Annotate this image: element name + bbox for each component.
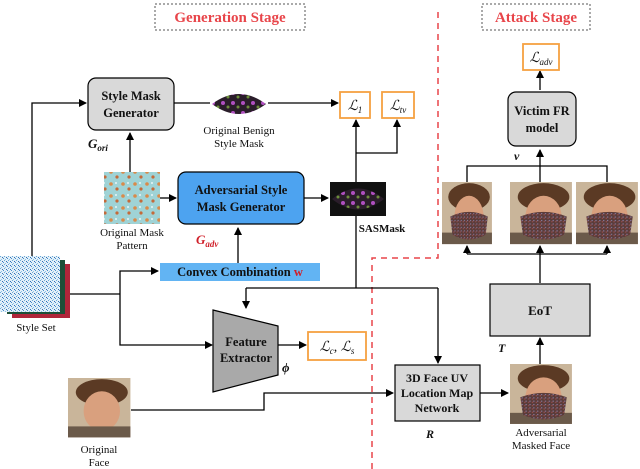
adversarial-masked-face-caption-line1: Adversarial [515,427,566,439]
original-benign-caption-line1: Original Benign [203,125,275,137]
loss-ladv: ℒadv [529,51,552,67]
loss-lc-ls-box [307,331,367,361]
original-face-image [68,378,131,438]
loss-ltv-box [381,91,415,119]
transformed-face-image [442,182,492,244]
loss-lc-ls: ℒc, ℒs [320,340,355,356]
transformed-face-image [510,182,572,244]
adversarial-masked-face-caption-line2: Masked Face [512,440,570,452]
loss-l1-box [339,91,371,119]
symbol-phi: ϕ [282,360,290,375]
face-uv-line1: 3D Face UV [406,371,468,385]
symbol-r: R [425,427,434,441]
face-uv-box [394,364,481,422]
face-uv-line2: Location Map [401,386,474,400]
style-mask-generator-box [87,77,175,131]
symbol-t: T [498,341,506,355]
symbol-v: v [514,149,520,163]
convex-combination-label: Convex Combination w [177,265,303,279]
sasmask-caption: SASMask [359,223,406,235]
feature-extractor-line1: Feature [225,335,267,349]
feature-extractor-line2: Extractor [220,351,273,365]
sasmask-image [330,182,386,216]
victim-model-box [507,91,577,147]
style-set-image [0,256,70,318]
face-uv-line3: Network [415,401,460,415]
original-face-caption-line2: Face [89,457,110,469]
eot-label: EoT [528,303,552,318]
original-benign-mask-image [210,86,268,122]
victim-model-line1: Victim FR [514,104,570,118]
victim-model-line2: model [526,121,559,135]
adversarial-masked-face-image [510,364,572,424]
symbol-g-adv: Gadv [196,232,219,249]
loss-ladv-box [522,43,560,71]
attack-stage-title: Attack Stage [495,10,577,26]
generation-stage-title: Generation Stage [174,10,286,26]
eot-box [489,283,591,337]
loss-l1: ℒ1 [348,99,363,115]
original-mask-pattern-image [104,172,160,224]
style-set-caption: Style Set [16,322,55,334]
feature-extractor-shape [212,309,279,393]
original-benign-caption-line2: Style Mask [214,138,264,150]
stage-divider [371,12,439,469]
style-mask-generator-line1: Style Mask [101,89,160,103]
adversarial-generator-box [177,171,305,225]
original-mask-pattern-caption-line1: Original Mask [100,227,164,239]
adversarial-generator-line1: Adversarial Style [195,183,288,197]
convex-combination-box [160,263,320,281]
loss-ltv: ℒtv [390,99,407,115]
original-face-caption-line1: Original [81,444,118,456]
style-mask-generator-line2: Generator [103,106,159,120]
attack-stage-box [481,3,591,31]
adversarial-generator-line2: Mask Generator [197,200,286,214]
transformed-face-image [576,182,638,244]
original-mask-pattern-caption-line2: Pattern [116,240,148,252]
symbol-g-ori: Gori [88,136,108,153]
